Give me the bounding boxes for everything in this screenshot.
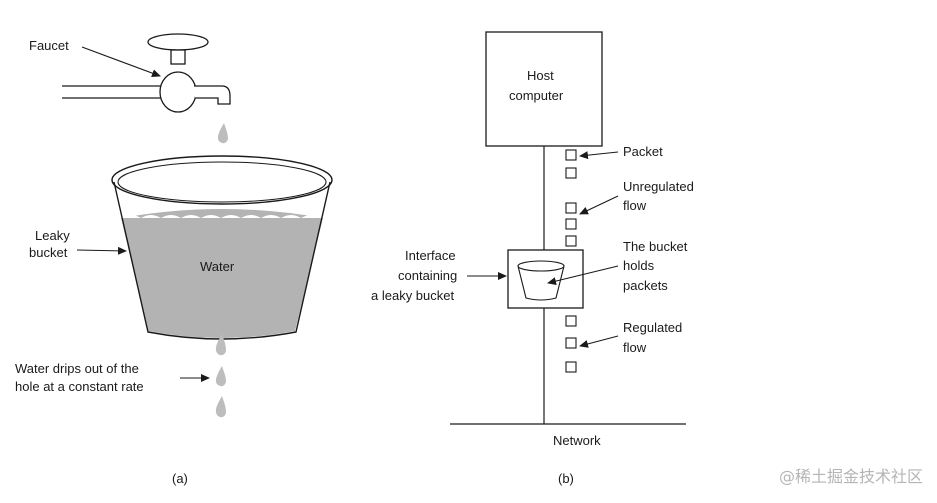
leaky-bucket-label-line1: Leaky <box>35 228 70 243</box>
network-label: Network <box>553 433 601 448</box>
packet-icon <box>565 361 577 373</box>
unregulated-label-line2: flow <box>623 198 647 213</box>
regulated-label-line2: flow <box>623 340 647 355</box>
bucket-holds-label-line3: packets <box>623 278 668 293</box>
interface-label-line3: a leaky bucket <box>371 288 454 303</box>
faucet-icon <box>62 33 231 113</box>
faucet-pointer-arrow <box>81 46 161 77</box>
packet-icon <box>565 315 577 327</box>
packet-icon <box>565 167 577 179</box>
drips-label-line1: Water drips out of the <box>15 361 139 376</box>
panel-a-caption: (a) <box>172 471 188 486</box>
packet-label: Packet <box>623 144 663 159</box>
small-bucket-icon <box>517 260 565 301</box>
drips-label-line2: hole at a constant rate <box>15 379 144 394</box>
water-label: Water <box>200 259 235 274</box>
host-computer-box <box>485 31 603 147</box>
water-drop-icon <box>215 334 226 356</box>
water-drop-icon <box>215 366 226 387</box>
water-drop-icon <box>217 123 228 144</box>
regulated-label-line1: Regulated <box>623 320 682 335</box>
panel-b-caption: (b) <box>558 471 574 486</box>
regulated-pointer-arrow <box>579 335 619 348</box>
packet-icon <box>565 202 577 214</box>
packet-icon <box>565 337 577 349</box>
faucet-label: Faucet <box>29 38 69 53</box>
packet-icon <box>565 218 577 230</box>
interface-label-line1: Interface <box>405 248 456 263</box>
packet-icon <box>565 235 577 247</box>
host-label-line1: Host <box>527 68 554 83</box>
interface-box <box>507 249 584 309</box>
bucket-holds-label-line2: holds <box>623 258 655 273</box>
packet-pointer-arrow <box>579 151 619 160</box>
interface-label-line2: containing <box>398 268 457 283</box>
watermark-text: @稀土掘金技术社区 <box>778 467 923 486</box>
bucket-holds-label-line1: The bucket <box>623 239 688 254</box>
unregulated-pointer-arrow <box>579 195 619 215</box>
bucket-holds-pointer-arrow <box>547 265 619 285</box>
leaky-bucket-pointer-arrow <box>76 246 127 255</box>
bucket-icon <box>111 155 333 340</box>
water-drop-icon <box>215 396 226 418</box>
host-label-line2: computer <box>509 88 564 103</box>
unregulated-label-line1: Unregulated <box>623 179 694 194</box>
panel-b: Host computer Network Packet Unre <box>371 31 694 486</box>
packet-icon <box>565 149 577 161</box>
panel-a: Faucet Water Leaky bucket Water drips ou… <box>15 33 333 486</box>
leaky-bucket-label-line2: bucket <box>29 245 68 260</box>
